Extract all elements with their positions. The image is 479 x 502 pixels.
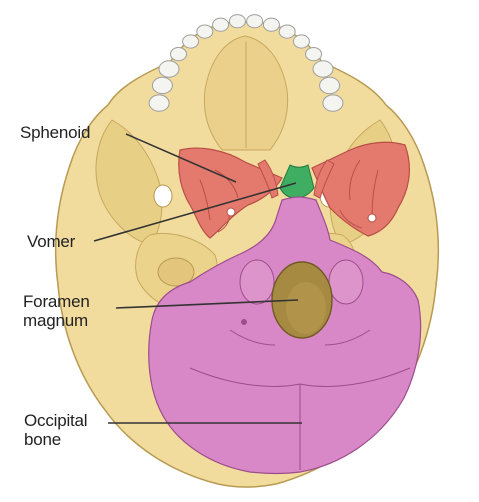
tooth [159, 61, 179, 77]
tooth [279, 25, 295, 38]
foramen-magnum-label-line2: magnum [23, 311, 90, 330]
tooth [247, 15, 263, 28]
tooth [183, 35, 199, 48]
foramen-magnum-label: Foramen magnum [23, 292, 90, 330]
sphenoid-label: Sphenoid [20, 123, 90, 142]
tooth [149, 95, 169, 111]
tooth [213, 18, 229, 31]
vomer-label: Vomer [27, 232, 75, 251]
tooth [293, 35, 309, 48]
foramen-magnum-shading [286, 282, 326, 334]
right-occipital-condyle [329, 260, 363, 304]
left-mastoid [158, 258, 194, 286]
tooth [320, 77, 340, 93]
tooth [197, 25, 213, 38]
tooth [152, 77, 172, 93]
occipital-bone-label-line2: bone [24, 430, 87, 449]
vomer-label-text: Vomer [27, 232, 75, 251]
tooth [229, 15, 245, 28]
tooth [263, 18, 279, 31]
left-occipital-condyle [240, 260, 274, 304]
occipital-bone-label: Occipital bone [24, 411, 87, 449]
left-auditory-opening [154, 185, 172, 207]
tooth [313, 61, 333, 77]
sphenoid-label-text: Sphenoid [20, 123, 90, 142]
foramen-magnum-label-line1: Foramen [23, 292, 90, 311]
tooth [171, 48, 187, 61]
right-foramen-ovale [368, 214, 376, 222]
tooth [306, 48, 322, 61]
occipital-bone-label-line1: Occipital [24, 411, 87, 430]
occipital-small-foramen [241, 319, 247, 325]
tooth [323, 95, 343, 111]
left-foramen-ovale [227, 208, 235, 216]
